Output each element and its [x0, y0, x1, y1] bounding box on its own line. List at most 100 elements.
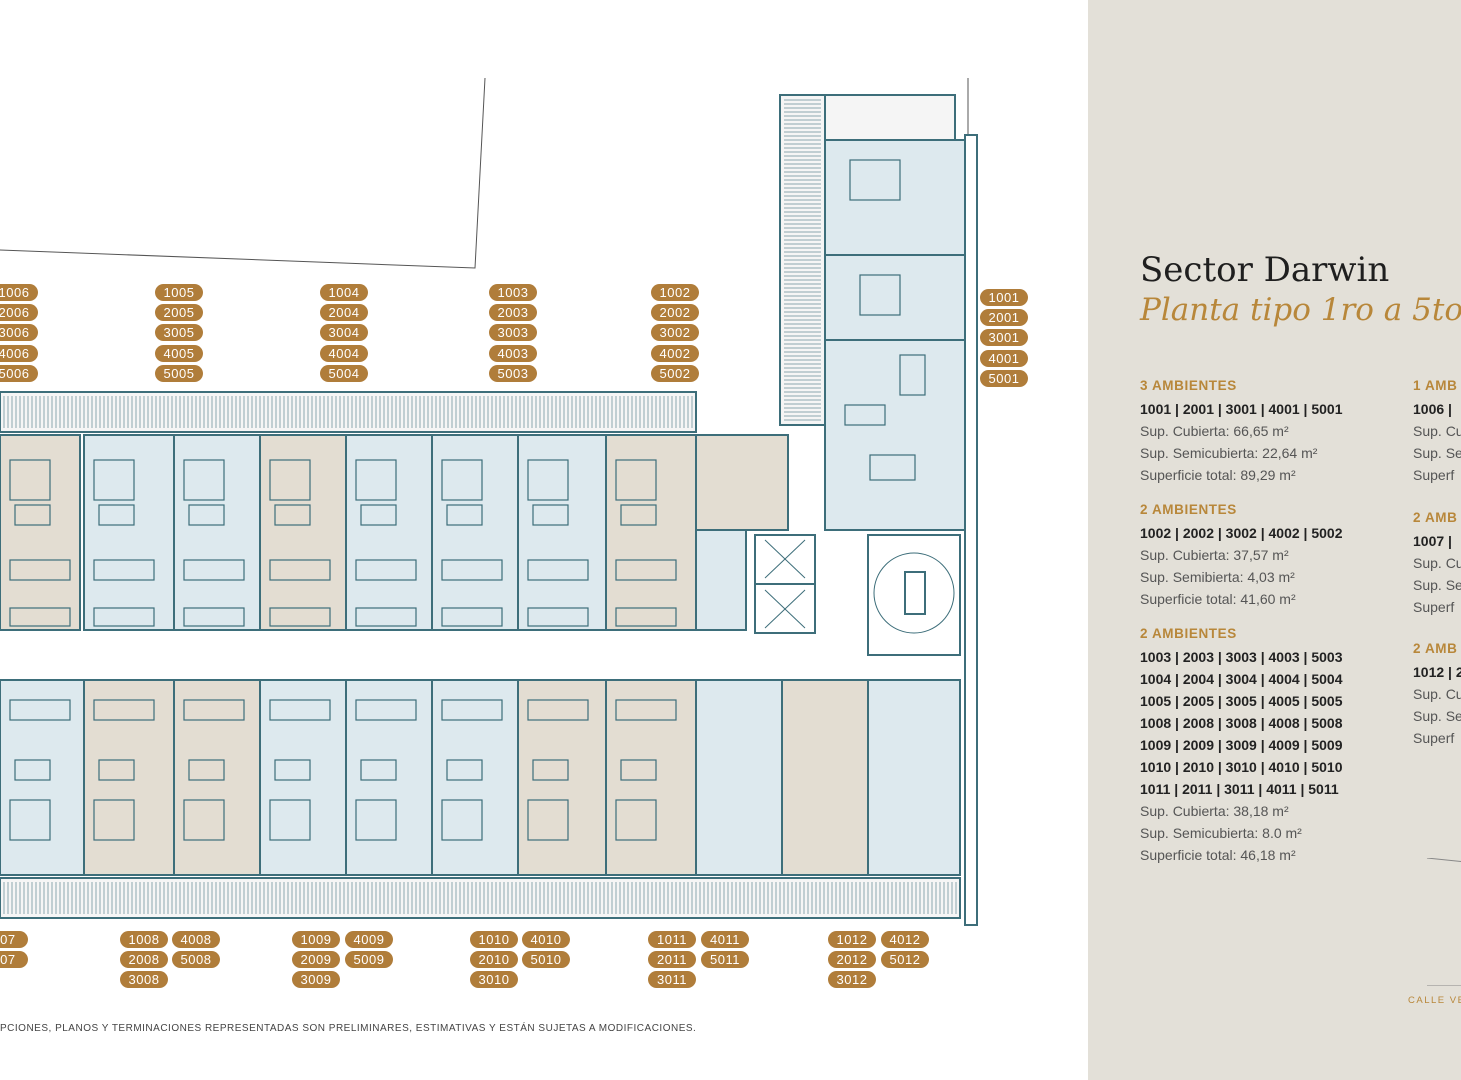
- unit-list: 1012 | 2: [1413, 664, 1461, 680]
- unit-tag: 5006: [0, 364, 38, 382]
- page-subtitle: Planta tipo 1ro a 5to pi: [1140, 292, 1461, 328]
- unit-group-heading: 2 AMB: [1413, 641, 1458, 656]
- unit-tag: 2005: [155, 304, 203, 322]
- unit-list: 1011 | 2011 | 3011 | 4011 | 5011: [1140, 781, 1339, 797]
- unit-tag: 1008: [120, 931, 168, 948]
- unit-tag: 1002: [651, 284, 699, 301]
- area-line: Sup. Semicubierta: 8.0 m²: [1140, 825, 1302, 841]
- unit-tag: 4010: [522, 931, 570, 948]
- unit-tag: 4002: [651, 344, 699, 362]
- floor-plan-drawing: [0, 77, 978, 926]
- unit-list: 1002 | 2002 | 3002 | 4002 | 5002: [1140, 525, 1343, 541]
- unit-list: 1005 | 2005 | 3005 | 4005 | 5005: [1140, 693, 1343, 709]
- north-wing: [0, 434, 816, 634]
- unit-tag: 5012: [881, 951, 929, 969]
- unit-tag: 007: [0, 951, 28, 969]
- disclaimer-text: PCIONES, PLANOS Y TERMINACIONES REPRESEN…: [0, 1023, 697, 1034]
- area-line: Superficie total: 46,18 m²: [1140, 847, 1296, 863]
- unit-tag: 3002: [651, 324, 699, 342]
- area-line: Sup. Cubierta: 66,65 m²: [1140, 423, 1289, 439]
- unit-tag: 1009: [292, 931, 340, 948]
- unit-tag: 2011: [648, 951, 696, 969]
- unit-tag: 5004: [320, 364, 368, 382]
- site-minimap: [1426, 858, 1461, 986]
- floor-plan: 1006 2006 3006 4006 5006 1005 2005 3005 4005 5005…: [0, 77, 1028, 1034]
- unit-tag: 2002: [651, 304, 699, 322]
- unit-list: 1003 | 2003 | 3003 | 4003 | 5003: [1140, 649, 1343, 665]
- unit-group-heading: 1 AMB: [1413, 378, 1458, 393]
- unit-tag: 1012: [828, 931, 876, 948]
- unit-tag: 3012: [828, 971, 876, 989]
- unit-tag: 4009: [345, 931, 393, 948]
- unit-tag: 3010: [470, 971, 518, 989]
- area-line: Sup. Se: [1413, 708, 1461, 724]
- unit-tag: 5008: [172, 951, 220, 969]
- unit-tag: 1011: [648, 931, 696, 948]
- area-line: Sup. Se: [1413, 577, 1461, 593]
- unit-tag: 4005: [155, 344, 203, 362]
- area-line: Superf: [1413, 599, 1455, 615]
- unit-tag: 5003: [489, 364, 537, 382]
- unit-tag: 3003: [489, 324, 537, 342]
- unit-group-heading: 3 AMBIENTES: [1140, 378, 1237, 393]
- info-panel: Sector Darwin Planta tipo 1ro a 5to pi 3…: [1088, 0, 1461, 1080]
- unit-tag: 4001: [980, 349, 1028, 367]
- street-label: CALLE VE: [1408, 995, 1461, 1006]
- unit-tag: 2003: [489, 304, 537, 322]
- unit-tag: 4006: [0, 344, 38, 362]
- unit-tag: 5009: [345, 951, 393, 969]
- unit-tag: 1010: [470, 931, 518, 948]
- unit-tag: 2006: [0, 304, 38, 322]
- area-line: Superficie total: 41,60 m²: [1140, 591, 1296, 607]
- area-line: Sup. Cu: [1413, 686, 1461, 702]
- unit-tag: 1001: [980, 289, 1028, 306]
- unit-tag: 4004: [320, 344, 368, 362]
- area-line: Sup. Cubierta: 37,57 m²: [1140, 547, 1289, 563]
- unit-group-2: 2 AMBIENTES 1002 | 2002 | 3002 | 4002 | …: [1140, 502, 1343, 610]
- unit-tag: 1005: [155, 284, 203, 301]
- area-line: Sup. Semibierta: 4,03 m²: [1140, 569, 1295, 585]
- unit-tag: 2009: [292, 951, 340, 969]
- unit-group-right-2: 2 AMB 1007 | Sup. Cu Sup. Se Superf: [1413, 510, 1461, 618]
- furniture: [9, 159, 926, 841]
- unit-group-heading: 2 AMBIENTES: [1140, 626, 1237, 641]
- east-wing: [779, 94, 978, 926]
- unit-tag: 2008: [120, 951, 168, 969]
- unit-tag: 007: [0, 931, 28, 948]
- unit-tag: 3001: [980, 329, 1028, 347]
- unit-list: 1001 | 2001 | 3001 | 4001 | 5001: [1140, 401, 1343, 417]
- unit-group-right-3: 2 AMB 1012 | 2 Sup. Cu Sup. Se Superf: [1413, 641, 1461, 749]
- page-title: Sector Darwin: [1140, 250, 1390, 290]
- unit-group-heading: 2 AMB: [1413, 510, 1458, 525]
- unit-list: 1007 |: [1413, 533, 1452, 549]
- unit-group-3: 2 AMBIENTES 1003 | 2003 | 3003 | 4003 | …: [1140, 626, 1343, 866]
- unit-tag: 3004: [320, 324, 368, 342]
- unit-tag: 3009: [292, 971, 340, 989]
- unit-tag: 5011: [701, 951, 749, 969]
- unit-tag: 3011: [648, 971, 696, 989]
- unit-list: 1009 | 2009 | 3009 | 4009 | 5009: [1140, 737, 1343, 753]
- unit-tag: 4003: [489, 344, 537, 362]
- north-balconies: [0, 391, 697, 433]
- unit-tag: 3008: [120, 971, 168, 989]
- unit-list: 1010 | 2010 | 3010 | 4010 | 5010: [1140, 759, 1343, 775]
- unit-tag: 2001: [980, 309, 1028, 327]
- unit-tag: 2004: [320, 304, 368, 322]
- unit-tag: 3005: [155, 324, 203, 342]
- unit-list: 1006 |: [1413, 401, 1452, 417]
- unit-group-1: 3 AMBIENTES 1001 | 2001 | 3001 | 4001 | …: [1140, 378, 1343, 486]
- area-line: Superf: [1413, 730, 1455, 746]
- unit-tag: 5005: [155, 364, 203, 382]
- area-line: Sup. Se: [1413, 445, 1461, 461]
- unit-tag: 1004: [320, 284, 368, 301]
- unit-tag: 4012: [881, 931, 929, 948]
- area-line: Sup. Cu: [1413, 423, 1461, 439]
- unit-tag: 5002: [651, 364, 699, 382]
- south-wing: [0, 679, 961, 919]
- unit-tag: 4008: [172, 931, 220, 948]
- unit-tag: 1003: [489, 284, 537, 301]
- unit-tag: 2012: [828, 951, 876, 969]
- unit-tag: 3006: [0, 324, 38, 342]
- unit-group-right-1: 1 AMB 1006 | Sup. Cu Sup. Se Superf: [1413, 378, 1461, 486]
- unit-tag: 1006: [0, 284, 38, 301]
